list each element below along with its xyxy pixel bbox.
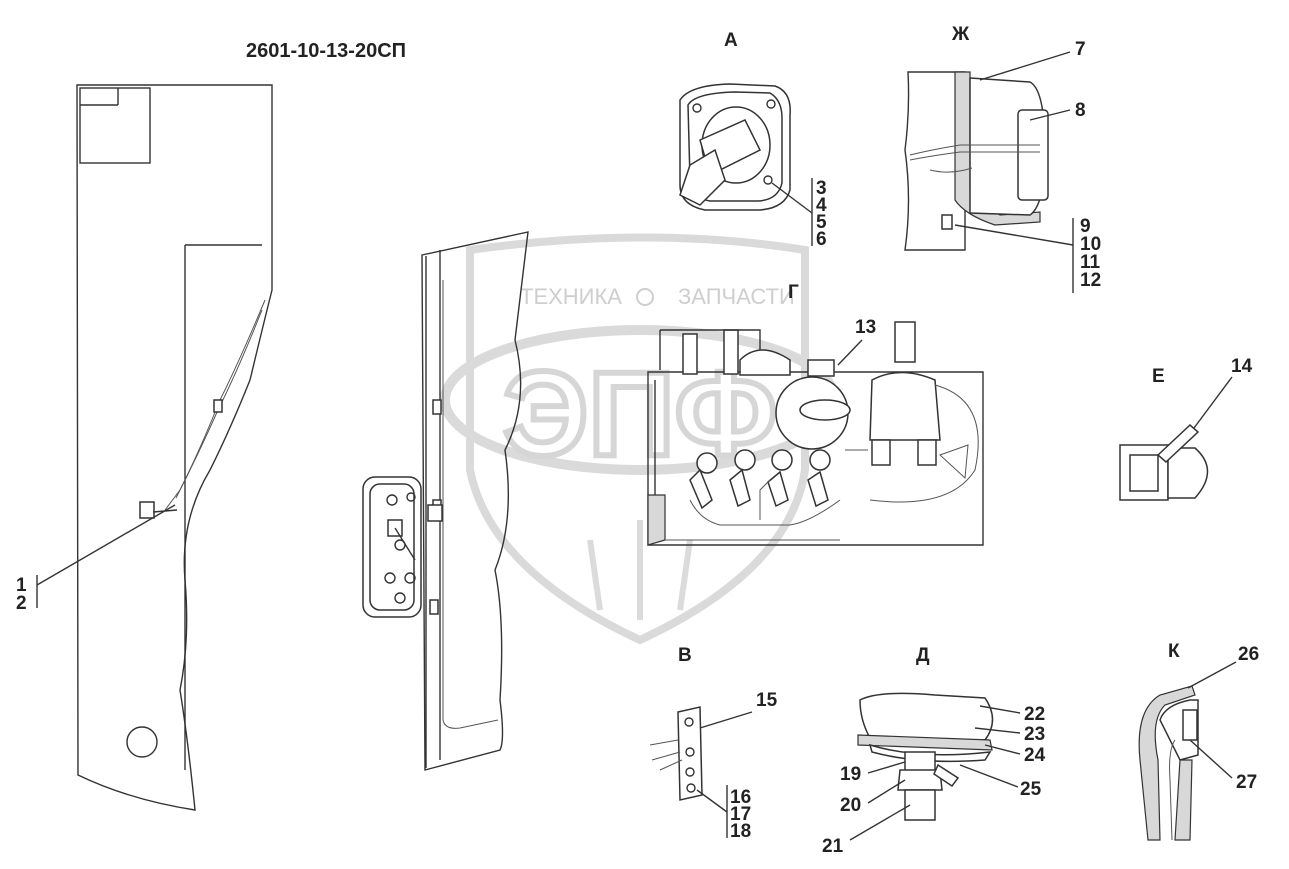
- view-e: 14: [1119, 356, 1253, 501]
- left-panel: 1 2: [16, 84, 273, 811]
- callout-19: 19: [840, 764, 861, 785]
- callout-17: 17: [730, 804, 751, 825]
- callout-14: 14: [1231, 356, 1253, 377]
- callout-22: 22: [1024, 704, 1045, 725]
- wheat-icon: [587, 520, 693, 620]
- view-g-label: Г: [788, 282, 799, 303]
- callout-3: 3: [816, 178, 827, 199]
- view-zh: 7 8 9 10 11 12: [904, 39, 1101, 293]
- view-e-label: Е: [1152, 366, 1165, 387]
- view-a-label: А: [724, 30, 738, 51]
- callout-15: 15: [756, 690, 778, 711]
- view-d: 22 23 24 25 19 20 21: [822, 692, 1046, 857]
- callout-7: 7: [1075, 39, 1086, 60]
- callout-21: 21: [822, 836, 844, 857]
- callout-25: 25: [1020, 779, 1042, 800]
- view-k: 26 27: [1138, 644, 1259, 841]
- callout-27: 27: [1236, 772, 1257, 793]
- callout-23: 23: [1024, 724, 1045, 745]
- watermark-text-right: ЗАПЧАСТИ: [678, 284, 795, 309]
- callout-4: 4: [816, 195, 827, 216]
- view-d-label: Д: [916, 645, 930, 666]
- view-v-label: В: [678, 645, 692, 666]
- callout-24: 24: [1024, 745, 1046, 766]
- view-a: 3 4 5 6: [679, 83, 827, 250]
- view-zh-label: Ж: [951, 24, 970, 45]
- drawing-title: 2601-10-13-20СП: [246, 40, 406, 62]
- middle-panel: [362, 231, 529, 771]
- callout-13: 13: [855, 317, 876, 338]
- callout-26: 26: [1238, 644, 1259, 665]
- callout-1: 1: [16, 575, 27, 596]
- callout-10: 10: [1080, 234, 1101, 255]
- callout-2: 2: [16, 593, 27, 614]
- callout-11: 11: [1080, 252, 1101, 273]
- callout-5: 5: [816, 212, 827, 233]
- callout-6: 6: [816, 229, 827, 250]
- view-g: 13: [647, 317, 984, 546]
- callout-8: 8: [1075, 100, 1086, 121]
- callout-12: 12: [1080, 270, 1101, 291]
- callout-9: 9: [1080, 216, 1091, 237]
- callout-20: 20: [840, 795, 861, 816]
- callout-18: 18: [730, 821, 751, 842]
- view-k-label: К: [1168, 641, 1180, 662]
- view-v: 15 16 17 18: [649, 690, 778, 842]
- gear-icon: [636, 288, 654, 306]
- watermark-text-left: ТЕХНИКА: [520, 284, 622, 309]
- watermark: ТЕХНИКА ЗАПЧАСТИ ЭПФ: [440, 233, 840, 645]
- callout-16: 16: [730, 787, 751, 808]
